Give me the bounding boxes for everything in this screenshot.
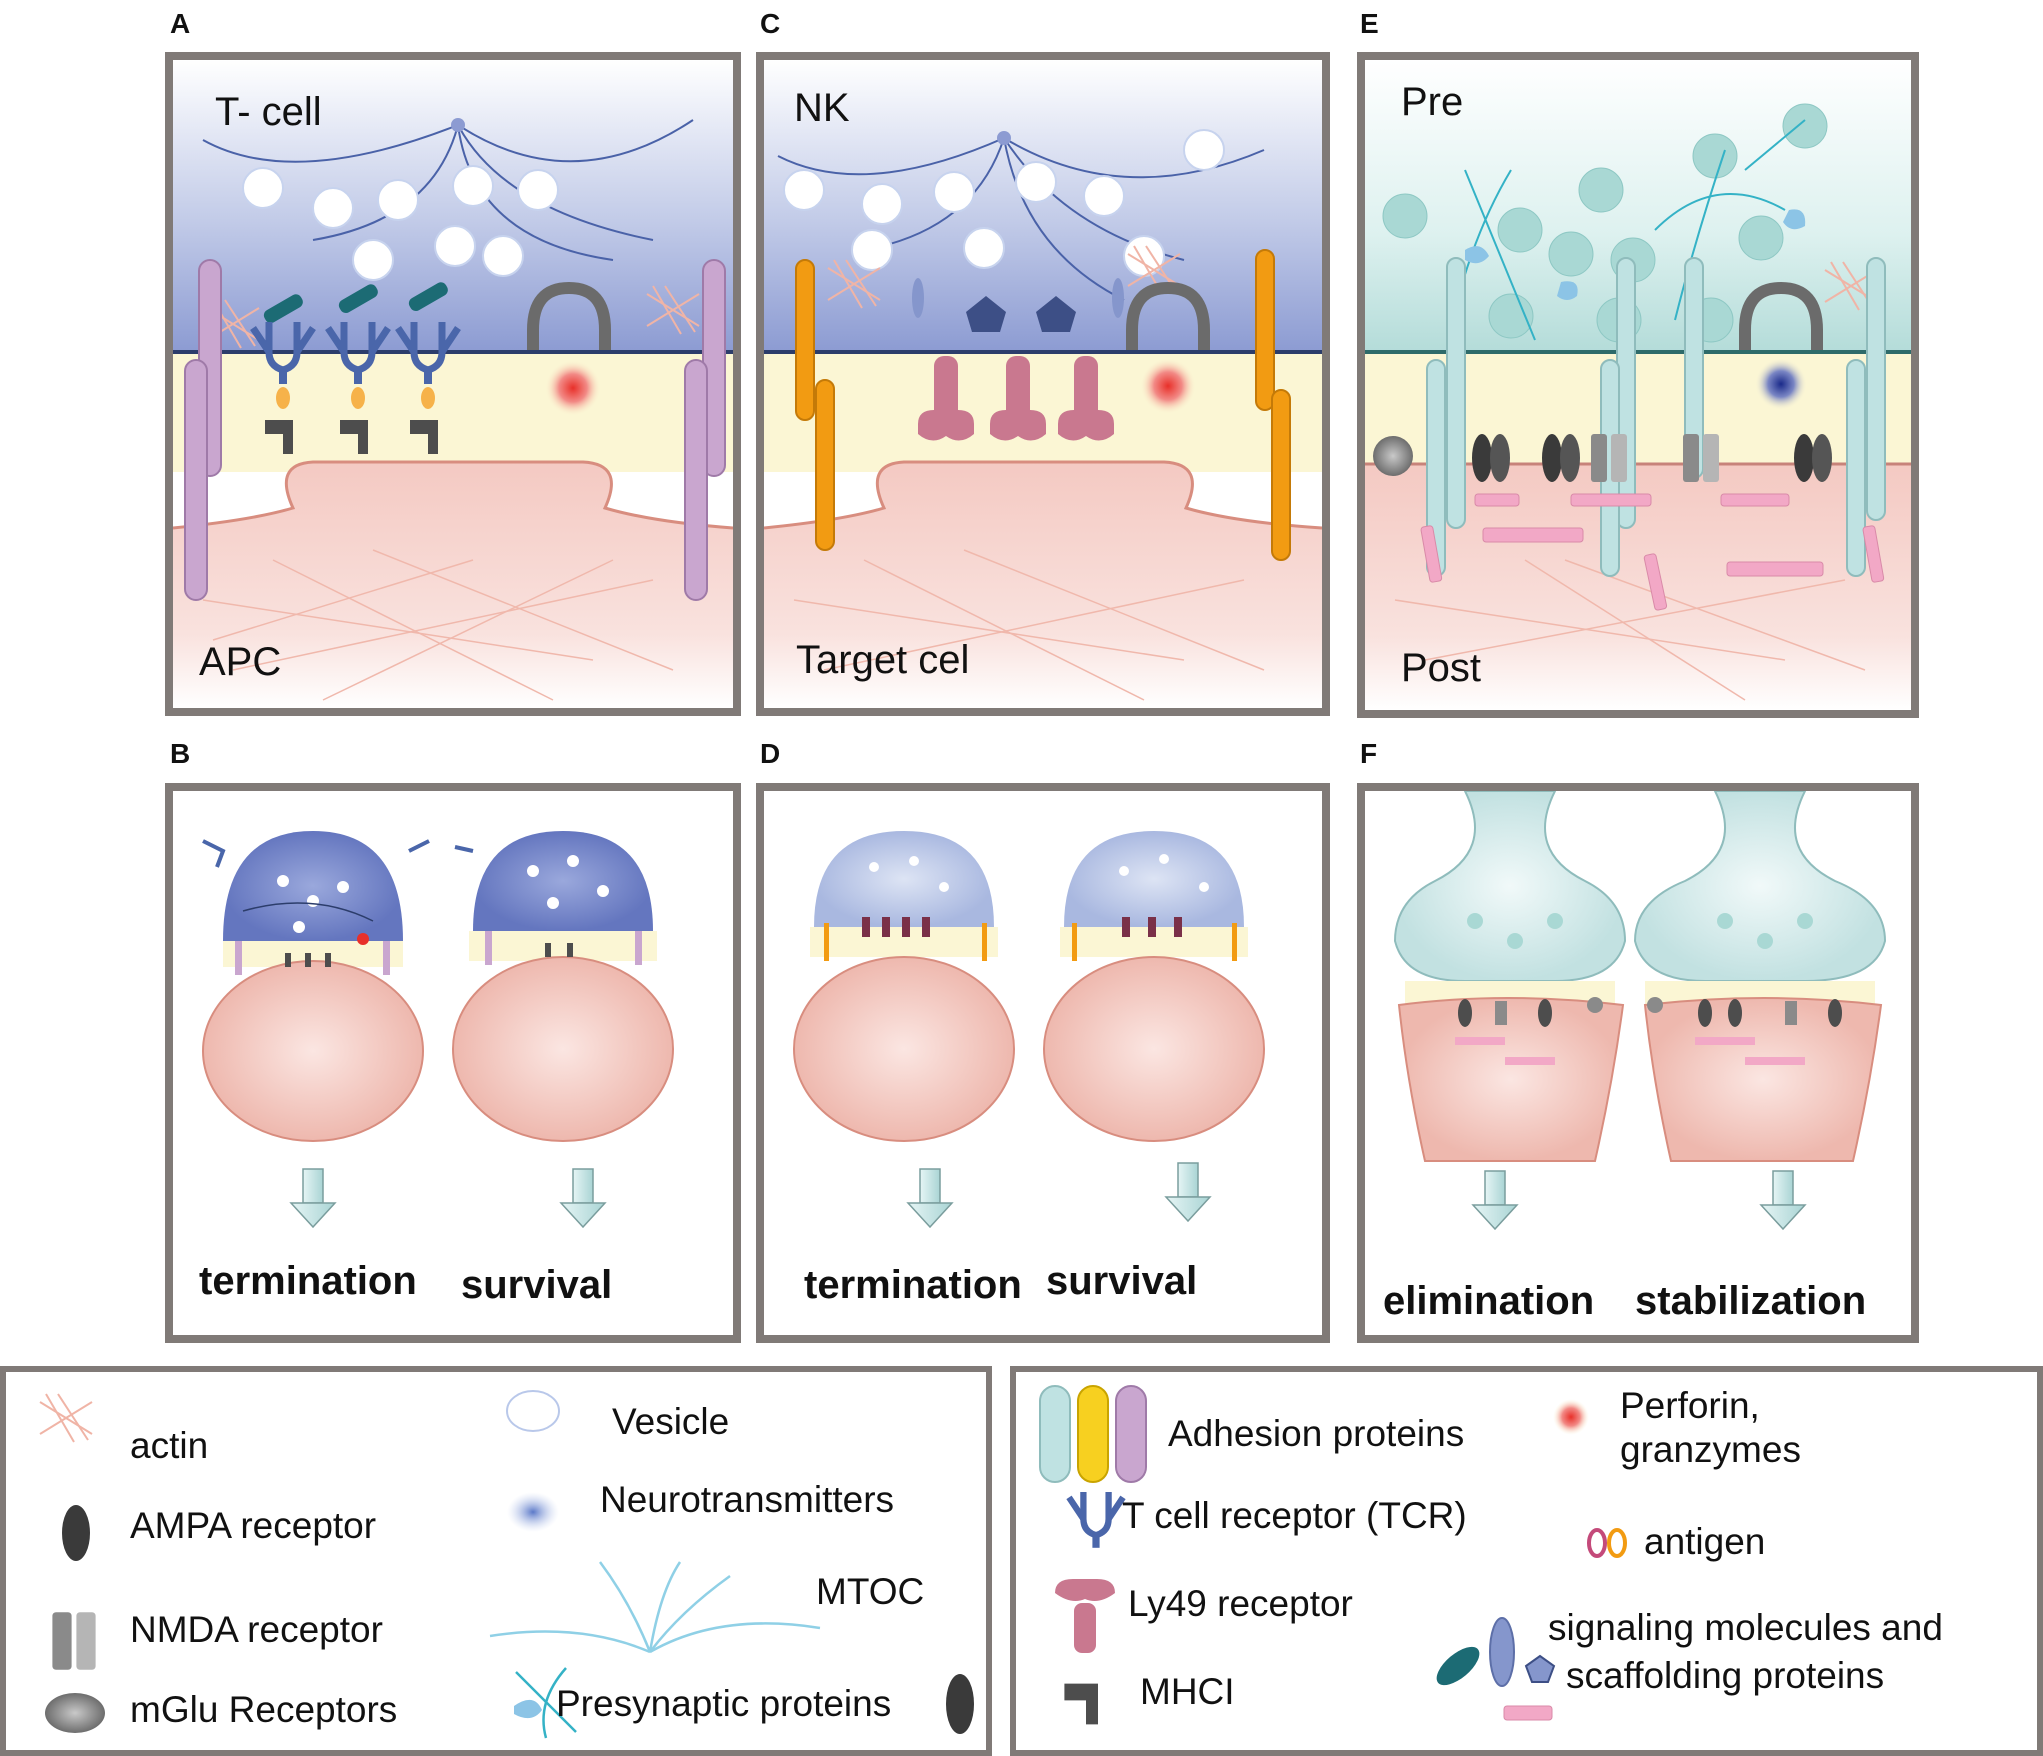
f-outcome-elimination: elimination xyxy=(1383,1279,1595,1323)
d-outcome-survival: survival xyxy=(1046,1259,1198,1303)
mtoc-icon xyxy=(489,1561,821,1654)
legend-mhci-label: MHCI xyxy=(1140,1671,1235,1712)
signaling-molecules-icon xyxy=(1436,1617,1556,1721)
legend-vesicle-label: Vesicle xyxy=(612,1401,730,1442)
b-outcome-survival: survival xyxy=(461,1263,613,1307)
legend-ly49-label: Ly49 receptor xyxy=(1128,1583,1353,1624)
panel-letter-a: A xyxy=(170,8,191,39)
nmda-receptor-icon xyxy=(52,1612,96,1670)
panel-letter-e: E xyxy=(1360,8,1379,39)
panel-f-neuronal-outcomes: elimination stabilization xyxy=(1357,783,1919,1343)
legend-neurotransmitters-label: Neurotransmitters xyxy=(600,1479,895,1520)
legend-left: actin AMPA receptor NMDA receptor mGlu R… xyxy=(0,1366,992,1756)
panel-letter-b: B xyxy=(170,738,191,769)
tcr-icon xyxy=(1066,1488,1126,1568)
panel-f-illustration xyxy=(1393,791,1887,1230)
ampa-receptor-icon xyxy=(62,1505,90,1561)
legend-signaling-line2: scaffolding proteins xyxy=(1566,1655,1885,1696)
panel-d-nk-outcomes: termination survival xyxy=(756,783,1330,1343)
panel-c-nk-synapse: NK Target cel xyxy=(756,52,1330,716)
panel-d-illustration xyxy=(793,831,1265,1228)
nk-label: NK xyxy=(794,86,850,130)
panel-letter-c: C xyxy=(760,8,781,39)
presynaptic-proteins-icon xyxy=(514,1667,577,1739)
t-cell-label: T- cell xyxy=(215,90,322,134)
legend-signaling-line1: signaling molecules and xyxy=(1548,1607,1943,1648)
ly49-receptor-icon xyxy=(1055,1579,1115,1653)
panel-letter-f: F xyxy=(1360,738,1378,769)
b-cell-pair-right xyxy=(452,831,674,1142)
panel-e-illustration xyxy=(1365,60,1911,710)
panel-a-illustration xyxy=(173,60,733,708)
f-synapse-left xyxy=(1393,791,1627,1162)
mhci-icon xyxy=(1064,1683,1098,1725)
mglu-receptor-icon xyxy=(45,1693,105,1733)
pre-label: Pre xyxy=(1401,80,1464,124)
apc-label: APC xyxy=(199,640,282,684)
b-cell-pair-left xyxy=(202,831,430,1142)
legend-mtoc-label: MTOC xyxy=(816,1571,925,1612)
neurotransmitters-icon xyxy=(507,1492,559,1532)
legend-right: Adhesion proteins T cell receptor (TCR) … xyxy=(1010,1366,2043,1756)
legend-perforin-line1: Perforin, xyxy=(1620,1385,1760,1426)
legend-tcr-label: T cell receptor (TCR) xyxy=(1122,1495,1467,1536)
legend-perforin-line2: granzymes xyxy=(1620,1429,1801,1470)
legend-mglu-label: mGlu Receptors xyxy=(130,1689,398,1730)
legend-antigen-label: antigen xyxy=(1644,1521,1766,1562)
post-label: Post xyxy=(1401,646,1482,690)
legend-ampa-label: AMPA receptor xyxy=(130,1505,377,1546)
panel-b-illustration xyxy=(202,831,674,1228)
panel-a-immunological-synapse: T- cell APC xyxy=(165,52,741,716)
panel-c-illustration xyxy=(764,60,1322,708)
d-cell-pair-right xyxy=(1043,831,1265,1142)
legend-nmda-label: NMDA receptor xyxy=(130,1609,383,1650)
d-cell-pair-left xyxy=(793,831,1015,1142)
presynaptic-ampa-icon xyxy=(946,1674,974,1734)
target-cell-label: Target cel xyxy=(796,638,970,682)
f-synapse-right xyxy=(1633,791,1887,1162)
perforin-icon xyxy=(1553,1399,1589,1435)
d-outcome-termination: termination xyxy=(804,1263,1022,1307)
legend-adhesion-label: Adhesion proteins xyxy=(1168,1413,1465,1454)
antigen-icon xyxy=(1587,1528,1627,1558)
panel-b-tcell-outcomes: termination survival xyxy=(165,783,741,1343)
legend-presynaptic-label: Presynaptic proteins xyxy=(556,1683,892,1724)
vesicle-icon xyxy=(506,1390,560,1432)
legend-actin-label: actin xyxy=(130,1425,209,1466)
actin-icon xyxy=(39,1393,93,1443)
panel-e-neuronal-synapse: Pre Post xyxy=(1357,52,1919,718)
panel-letter-d: D xyxy=(760,738,781,769)
f-outcome-stabilization: stabilization xyxy=(1635,1279,1867,1323)
b-outcome-termination: termination xyxy=(199,1259,417,1303)
adhesion-proteins-icon xyxy=(1039,1385,1147,1483)
